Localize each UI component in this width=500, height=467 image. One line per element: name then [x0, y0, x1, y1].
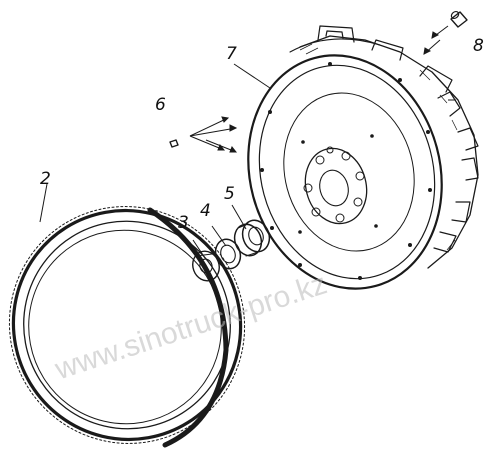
callout-4: 4	[200, 201, 211, 221]
dowel-pin	[169, 139, 179, 148]
bearing-double	[233, 219, 271, 257]
callout-5: 5	[224, 184, 235, 204]
callout-7: 7	[226, 44, 237, 64]
flywheel-housing	[247, 25, 479, 290]
ring-gear	[8, 206, 246, 448]
callout-6: 6	[155, 95, 166, 115]
assembly-arrows	[39, 25, 456, 259]
bushing	[450, 10, 468, 28]
callout-8: 8	[473, 36, 484, 56]
callout-2: 2	[40, 169, 51, 189]
callout-3: 3	[178, 213, 189, 233]
